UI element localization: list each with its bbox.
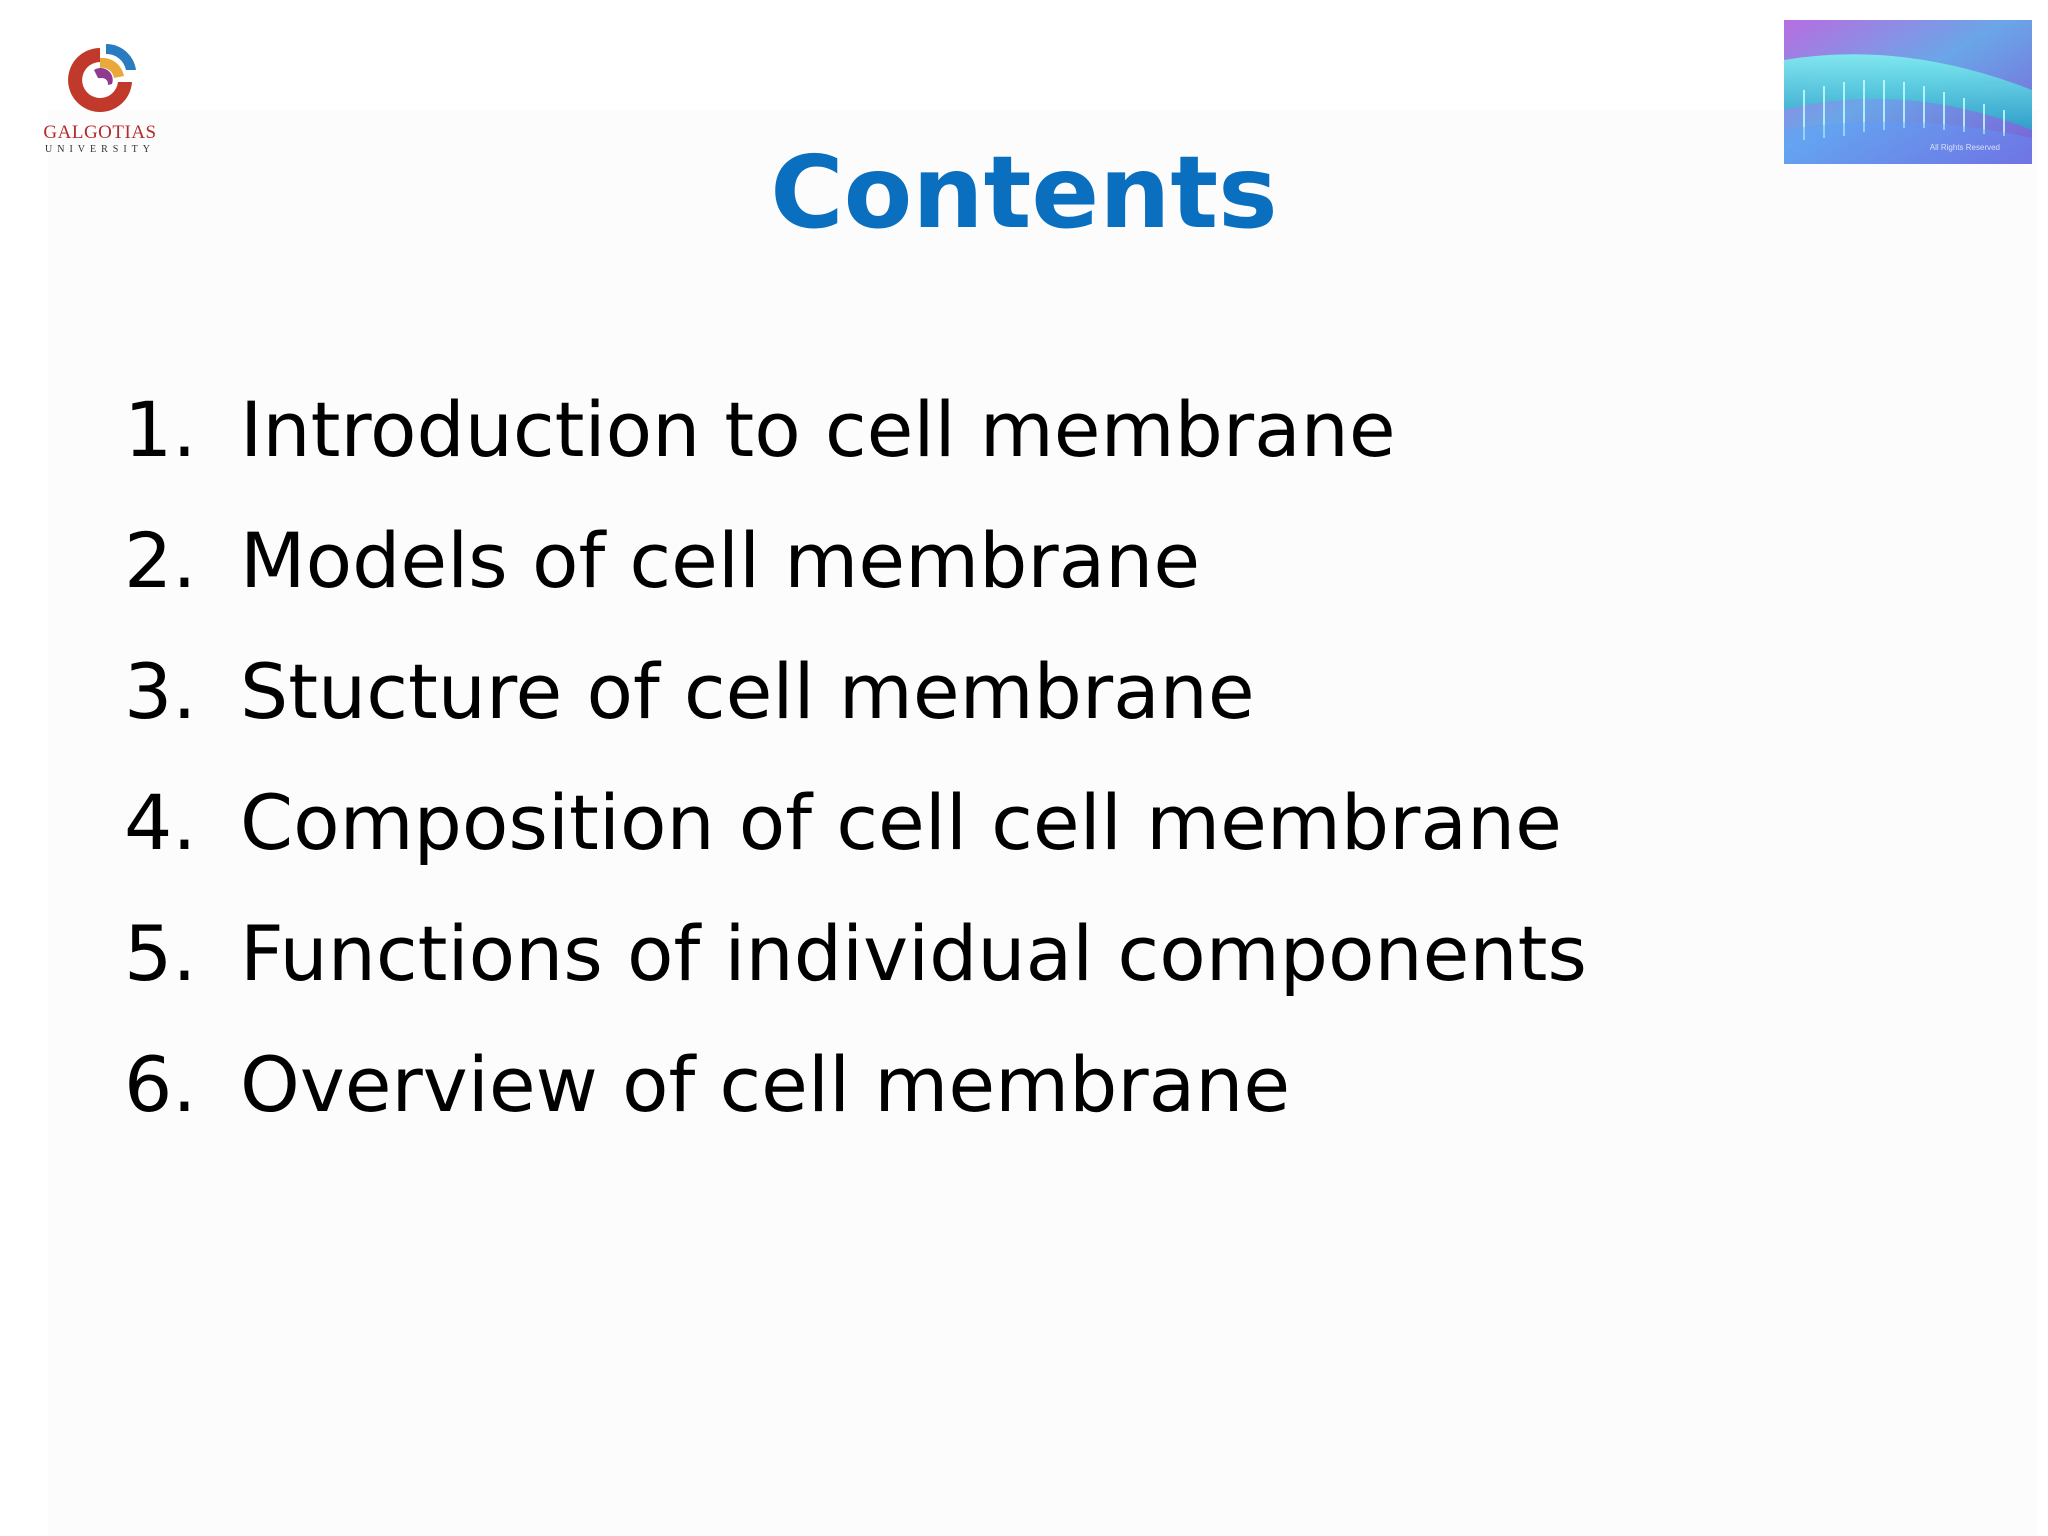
image-caption: All Rights Reserved	[1929, 143, 2000, 152]
list-item: 6. Overview of cell membrane	[124, 1035, 1587, 1166]
list-item-text: Functions of individual components	[240, 909, 1587, 998]
galgotias-logo-icon	[68, 43, 136, 112]
list-item: 1. Introduction to cell membrane	[124, 380, 1587, 511]
logo-name: GALGOTIAS	[43, 122, 157, 143]
list-item-number: 1.	[124, 385, 197, 474]
list-item-text: Composition of cell cell membrane	[240, 778, 1562, 867]
cell-membrane-image: All Rights Reserved	[1784, 20, 2032, 164]
list-item-text: Introduction to cell membrane	[240, 385, 1396, 474]
list-item: 3. Stucture of cell membrane	[124, 642, 1587, 773]
membrane-illustration-icon	[1784, 20, 2032, 164]
list-item-text: Models of cell membrane	[240, 516, 1201, 605]
list-item-number: 6.	[124, 1040, 197, 1129]
list-item-number: 3.	[124, 647, 197, 736]
slide-title: Contents	[770, 134, 1278, 251]
logo-subtitle: UNIVERSITY	[45, 144, 155, 155]
list-item: 4. Composition of cell cell membrane	[124, 773, 1587, 904]
list-item: 5. Functions of individual components	[124, 904, 1587, 1035]
list-item-number: 2.	[124, 516, 197, 605]
list-item-number: 4.	[124, 778, 197, 867]
contents-list: 1. Introduction to cell membrane 2. Mode…	[124, 380, 1587, 1166]
list-item-text: Overview of cell membrane	[240, 1040, 1291, 1129]
content-panel	[48, 110, 2038, 1536]
list-item-text: Stucture of cell membrane	[240, 647, 1255, 736]
university-logo: GALGOTIAS UNIVERSITY	[30, 40, 170, 160]
list-item-number: 5.	[124, 909, 197, 998]
list-item: 2. Models of cell membrane	[124, 511, 1587, 642]
